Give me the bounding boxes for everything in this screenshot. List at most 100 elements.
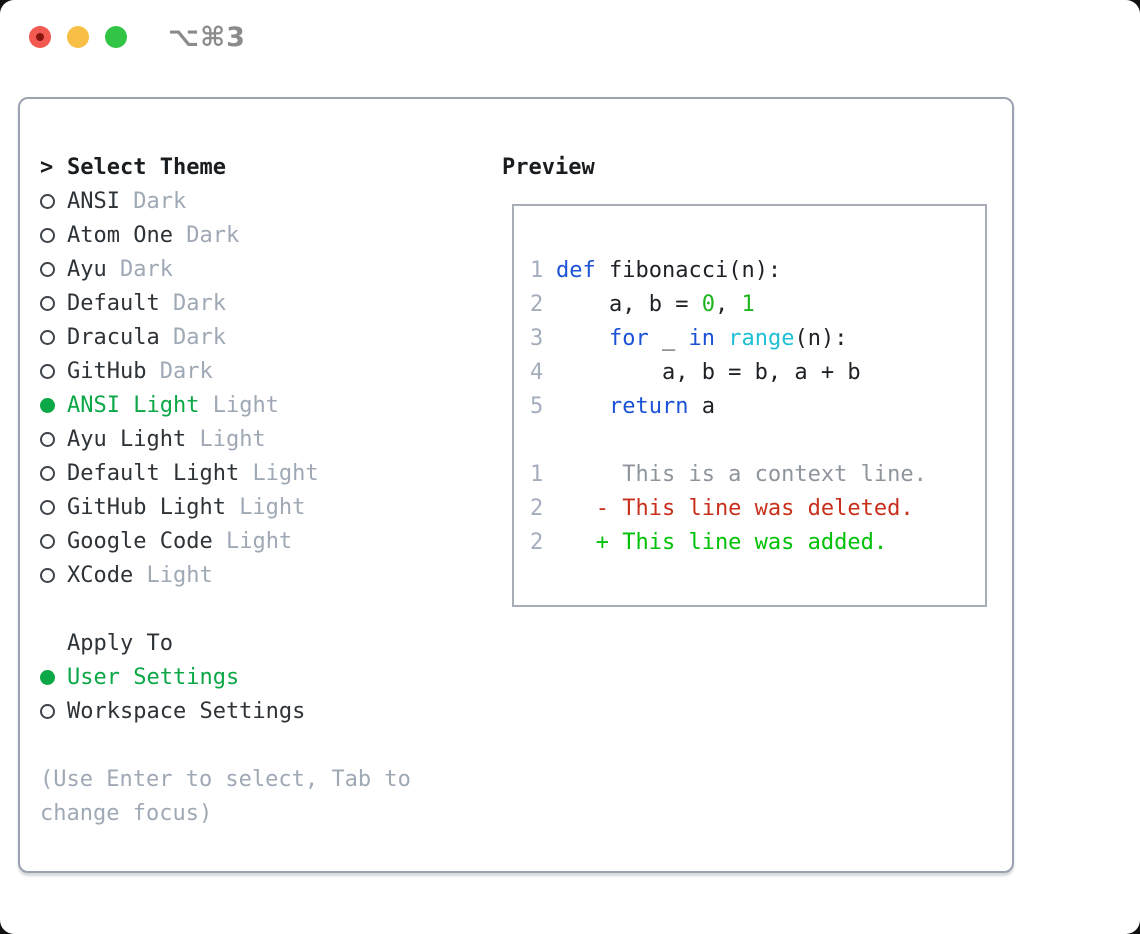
theme-option-github[interactable]: GitHub Dark <box>40 354 411 388</box>
option-label: ANSI <box>67 188 134 214</box>
radio-unselected-icon <box>40 465 55 481</box>
radio-marker <box>40 703 67 719</box>
theme-option-dracula[interactable]: Dracula Dark <box>40 320 411 354</box>
apply-to-title: Apply To <box>67 630 173 656</box>
close-dot-icon <box>36 33 44 41</box>
code-token-plain: _ <box>648 325 689 351</box>
code-line-blank <box>530 423 985 457</box>
radio-marker <box>40 669 67 685</box>
apply-option-user-settings[interactable]: User Settings <box>40 660 411 694</box>
code-token-plain: fibonacci(n): <box>595 257 782 283</box>
radio-marker <box>40 329 67 345</box>
focus-caret-icon: > <box>40 154 54 180</box>
radio-unselected-icon <box>40 499 55 515</box>
option-variant-label: Dark <box>119 256 173 282</box>
radio-marker <box>40 261 67 277</box>
option-label: Default <box>67 290 173 316</box>
theme-option-ansi[interactable]: ANSI Dark <box>40 184 411 218</box>
option-variant-label: Dark <box>172 324 226 350</box>
code-line: 3 for _ in range(n): <box>530 321 985 355</box>
theme-option-default[interactable]: Default Dark <box>40 286 411 320</box>
code-token-add: + This line was added. <box>556 529 888 555</box>
code-token-fn: range <box>728 325 795 351</box>
radio-selected-icon <box>40 669 55 685</box>
theme-option-default-light[interactable]: Default Light Light <box>40 456 411 490</box>
option-variant-label: Dark <box>172 290 226 316</box>
theme-option-ayu[interactable]: Ayu Dark <box>40 252 411 286</box>
radio-marker <box>40 295 67 311</box>
option-label: Dracula <box>67 324 173 350</box>
code-token-plain: a <box>688 393 715 419</box>
radio-unselected-icon <box>40 261 55 277</box>
option-label: Google Code <box>67 528 226 554</box>
option-label: Ayu Light <box>67 426 200 452</box>
code-token-del: - This line was deleted. <box>556 495 914 521</box>
radio-unselected-icon <box>40 295 55 311</box>
theme-option-ansi-light[interactable]: ANSI Light Light <box>40 388 411 422</box>
theme-option-google-code[interactable]: Google Code Light <box>40 524 411 558</box>
minimize-button[interactable] <box>67 26 89 48</box>
radio-unselected-icon <box>40 227 55 243</box>
option-label: User Settings <box>67 664 240 690</box>
code-token-plain <box>715 326 728 351</box>
radio-marker <box>40 431 67 447</box>
line-number: 5 <box>530 393 544 419</box>
radio-selected-icon <box>40 397 55 413</box>
code-token-num: 0 <box>701 291 715 317</box>
code-line: 2 + This line was added. <box>530 525 985 559</box>
theme-option-xcode[interactable]: XCode Light <box>40 558 411 592</box>
help-text-line-2: change focus) <box>40 800 213 826</box>
option-variant-label: Light <box>239 494 306 520</box>
line-number: 1 <box>530 257 544 283</box>
radio-unselected-icon <box>40 329 55 345</box>
theme-option-ayu-light[interactable]: Ayu Light Light <box>40 422 411 456</box>
preview-title: Preview <box>502 154 595 180</box>
line-number: 4 <box>530 359 544 385</box>
line-number: 1 <box>530 461 544 487</box>
spacer <box>40 728 411 762</box>
help-text-line-1: (Use Enter to select, Tab to <box>40 766 411 792</box>
radio-unselected-icon <box>40 363 55 379</box>
radio-marker <box>40 363 67 379</box>
radio-unselected-icon <box>40 193 55 209</box>
radio-unselected-icon <box>40 703 55 719</box>
code-line: 5 return a <box>530 389 985 423</box>
option-label: XCode <box>67 562 147 588</box>
theme-list: ANSI Dark Atom One Dark Ayu Dark Default… <box>40 184 411 592</box>
code-token-plain: (n): <box>794 325 848 351</box>
zoom-button[interactable] <box>105 26 127 48</box>
code-token-num: 1 <box>741 291 755 317</box>
line-number: 2 <box>530 495 544 521</box>
option-label: Default Light <box>67 460 253 486</box>
theme-list-column: > Select Theme ANSI Dark Atom One Dark A… <box>40 150 411 830</box>
option-label: GitHub <box>67 358 160 384</box>
theme-option-atom-one[interactable]: Atom One Dark <box>40 218 411 252</box>
select-theme-header: > Select Theme <box>40 150 411 184</box>
apply-option-workspace-settings[interactable]: Workspace Settings <box>40 694 411 728</box>
option-label: ANSI Light <box>67 392 213 418</box>
line-number: 2 <box>530 291 544 317</box>
option-variant-label: Dark <box>133 188 187 214</box>
spacer <box>40 592 411 626</box>
window-hotkey-label: ⌥⌘3 <box>168 22 246 53</box>
option-variant-label: Light <box>212 392 279 418</box>
code-line: 2 a, b = 0, 1 <box>530 287 985 321</box>
option-variant-label: Light <box>225 528 293 554</box>
radio-marker <box>40 465 67 481</box>
theme-option-github-light[interactable]: GitHub Light Light <box>40 490 411 524</box>
line-number: 3 <box>530 325 544 351</box>
preview-header: Preview <box>502 150 595 184</box>
close-button[interactable] <box>29 26 51 48</box>
code-line: 2 - This line was deleted. <box>530 491 985 525</box>
apply-to-list: User Settings Workspace Settings <box>40 660 411 728</box>
option-label: Workspace Settings <box>67 698 306 724</box>
radio-marker <box>40 499 67 515</box>
select-theme-title: Select Theme <box>67 154 226 180</box>
code-token-kw: return <box>608 393 689 419</box>
radio-marker <box>40 567 67 583</box>
option-label: Ayu <box>67 256 120 282</box>
code-line: 1 This is a context line. <box>530 457 985 491</box>
